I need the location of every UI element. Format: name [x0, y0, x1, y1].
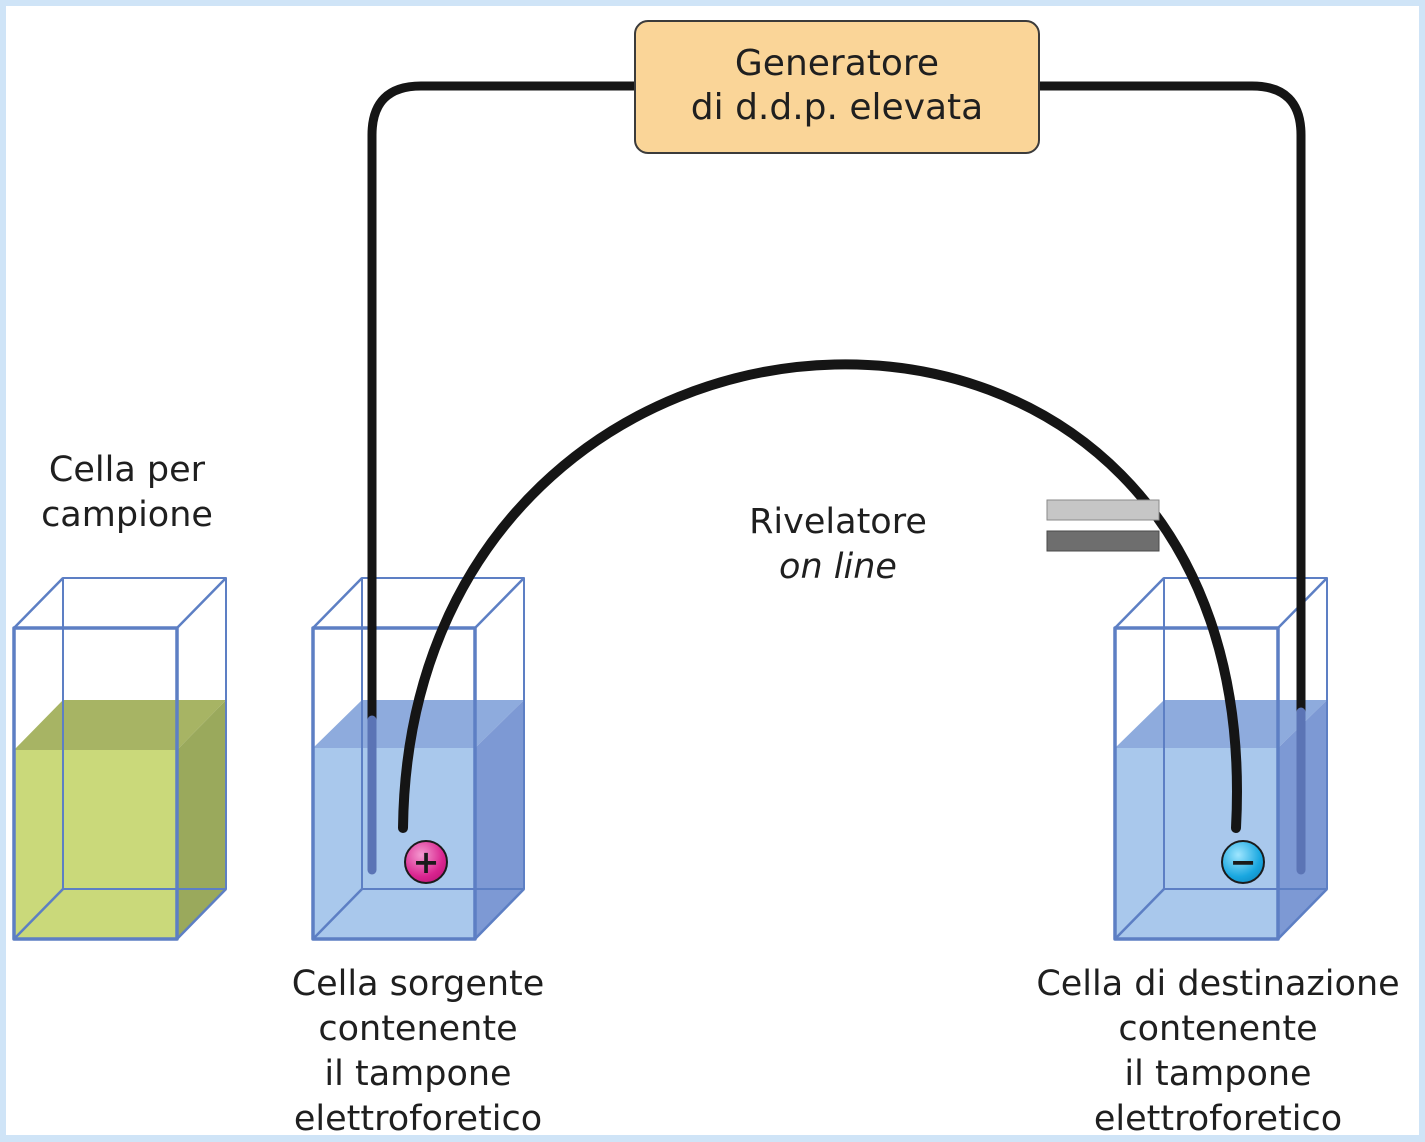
cathode-wire	[1034, 81, 1306, 717]
source-cell-label: Cella sorgente contenente il tampone ele…	[258, 962, 578, 1142]
destination-cell-label-line3: il tampone	[1124, 1054, 1312, 1094]
detector-label-line1: Rivelatore	[749, 502, 927, 542]
detector-plate-upper	[1046, 499, 1160, 521]
generator-label-line2: di d.d.p. elevata	[690, 87, 984, 128]
source-cell	[311, 577, 525, 941]
sample-cell-label-line2: campione	[41, 495, 213, 535]
detector-label: Rivelatore on line	[700, 500, 976, 590]
generator-label: Generatore di d.d.p. elevata	[636, 42, 1038, 130]
destination-cell-label-line2: contenente	[1118, 1009, 1318, 1049]
source-cell-label-line3: il tampone	[324, 1054, 512, 1094]
destination-cell-label-line4: elettroforetico	[1093, 1099, 1343, 1139]
diagram-panel	[6, 6, 1419, 1135]
source-cell-label-line2: contenente	[318, 1009, 518, 1049]
anode-plus-icon: +	[404, 840, 448, 884]
detector-label-line2: on line	[779, 547, 897, 587]
sample-liquid-front	[14, 750, 177, 939]
source-cell-label-line1: Cella sorgente	[291, 964, 545, 1004]
sample-cell	[12, 577, 227, 941]
detector-plate-lower	[1046, 530, 1160, 552]
sample-cell-label-line1: Cella per	[48, 450, 206, 490]
sample-liquid-side	[177, 700, 226, 939]
sample-cell-label: Cella per campione	[14, 448, 240, 538]
anode-wire	[367, 81, 641, 725]
destination-liquid-top	[1115, 700, 1327, 748]
cathode-minus-icon: −	[1221, 840, 1265, 884]
destination-cell	[1113, 577, 1328, 941]
generator-box: Generatore di d.d.p. elevata	[634, 20, 1040, 154]
sample-cell-front	[12, 626, 179, 941]
sample-liquid-top	[14, 700, 226, 750]
source-cell-back	[361, 577, 525, 890]
source-liquid-front	[313, 748, 475, 939]
destination-cell-front	[1113, 626, 1280, 941]
capillary-tube	[398, 359, 1242, 833]
cathode-symbol: −	[1229, 843, 1257, 881]
destination-cell-back	[1163, 577, 1328, 890]
source-cell-label-line4: elettroforetico	[293, 1099, 543, 1139]
source-cell-front	[311, 626, 477, 941]
destination-cell-label: Cella di destinazione contenente il tamp…	[1016, 962, 1420, 1142]
generator-label-line1: Generatore	[734, 43, 940, 84]
anode-symbol: +	[412, 843, 440, 881]
source-liquid-side	[475, 700, 524, 939]
sample-cell-back	[62, 577, 227, 890]
destination-cell-label-line1: Cella di destinazione	[1036, 964, 1400, 1004]
